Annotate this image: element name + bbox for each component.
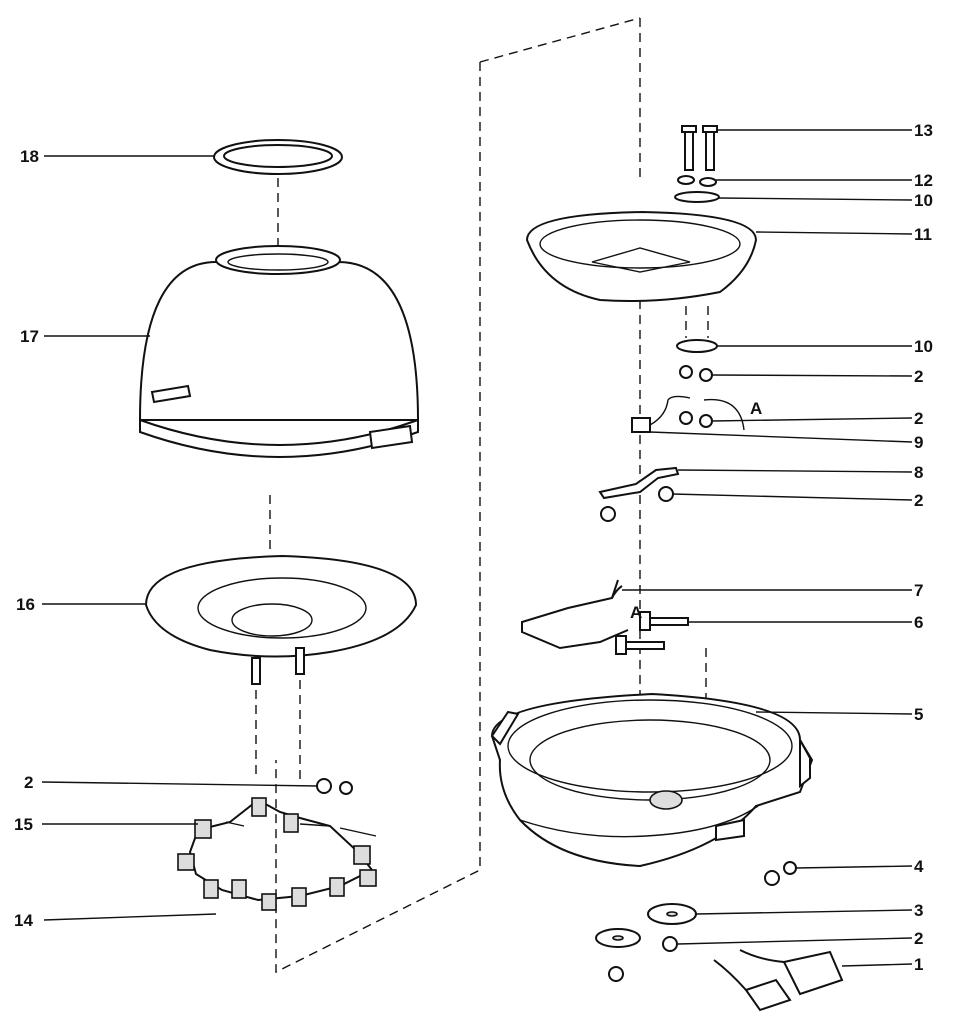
part-17-dome: [138, 245, 420, 458]
part-2-nut: [699, 368, 713, 382]
part-8-bracket: [598, 466, 680, 500]
callout-6: 6: [914, 613, 923, 632]
callout-13: 13: [914, 121, 933, 140]
part-16-pan: [144, 554, 418, 685]
part-2-nut: [600, 506, 616, 522]
part-13-bolts: [681, 125, 718, 171]
callout-2: 2: [24, 773, 33, 792]
part-2-nut: [679, 411, 693, 425]
part-14-heating-element: [177, 797, 377, 911]
part-9-thermostat: [631, 395, 745, 433]
callout-2: 2: [914, 409, 923, 428]
callout-1: 1: [914, 955, 923, 974]
callout-8: 8: [914, 463, 923, 482]
part-1-cord-plug: [713, 949, 844, 1012]
divider-outline: [275, 17, 641, 974]
callout-16: 16: [16, 595, 35, 614]
part-5-base-pan: [490, 692, 814, 868]
leader-lines: [41, 129, 913, 967]
callout-15: 15: [14, 815, 33, 834]
callout-2: 2: [914, 367, 923, 386]
callout-14: 14: [14, 911, 33, 930]
callout-18: 18: [20, 147, 39, 166]
callout-2: 2: [914, 491, 923, 510]
callout-10: 10: [914, 191, 933, 210]
callout-12: 12: [914, 171, 933, 190]
callout-3: 3: [914, 901, 923, 920]
callout-11: 11: [914, 225, 932, 244]
callout-5: 5: [914, 705, 923, 724]
part-7-stir-rod: [521, 579, 629, 650]
part-10-plate: [676, 339, 718, 353]
callout-10: 10: [914, 337, 933, 356]
part-2-nut: [699, 414, 713, 428]
part-4-nut: [783, 861, 797, 875]
part-2-nut: [662, 936, 678, 952]
callout-7: 7: [914, 581, 923, 600]
part-2-nut: [608, 966, 624, 982]
callout-2: 2: [914, 929, 923, 948]
part-18-ring: [213, 139, 343, 175]
part-12-washer: [699, 177, 717, 187]
callout-9: 9: [914, 433, 923, 452]
part-11-bowl: [525, 210, 758, 302]
part-2-nut: [679, 365, 693, 379]
connection-marker-a: A: [750, 399, 762, 418]
part-12-washer: [677, 175, 695, 185]
connection-marker-a: A: [630, 603, 642, 622]
part-7-stir-rod-tip: [611, 585, 623, 599]
part-10-plate: [674, 191, 720, 203]
callout-17: 17: [20, 327, 39, 346]
part-2-nuts: [316, 778, 353, 795]
part-2-nut: [658, 486, 674, 502]
callout-4: 4: [914, 857, 924, 876]
part-6-screws: [615, 611, 689, 655]
part-4-nut: [764, 870, 780, 886]
